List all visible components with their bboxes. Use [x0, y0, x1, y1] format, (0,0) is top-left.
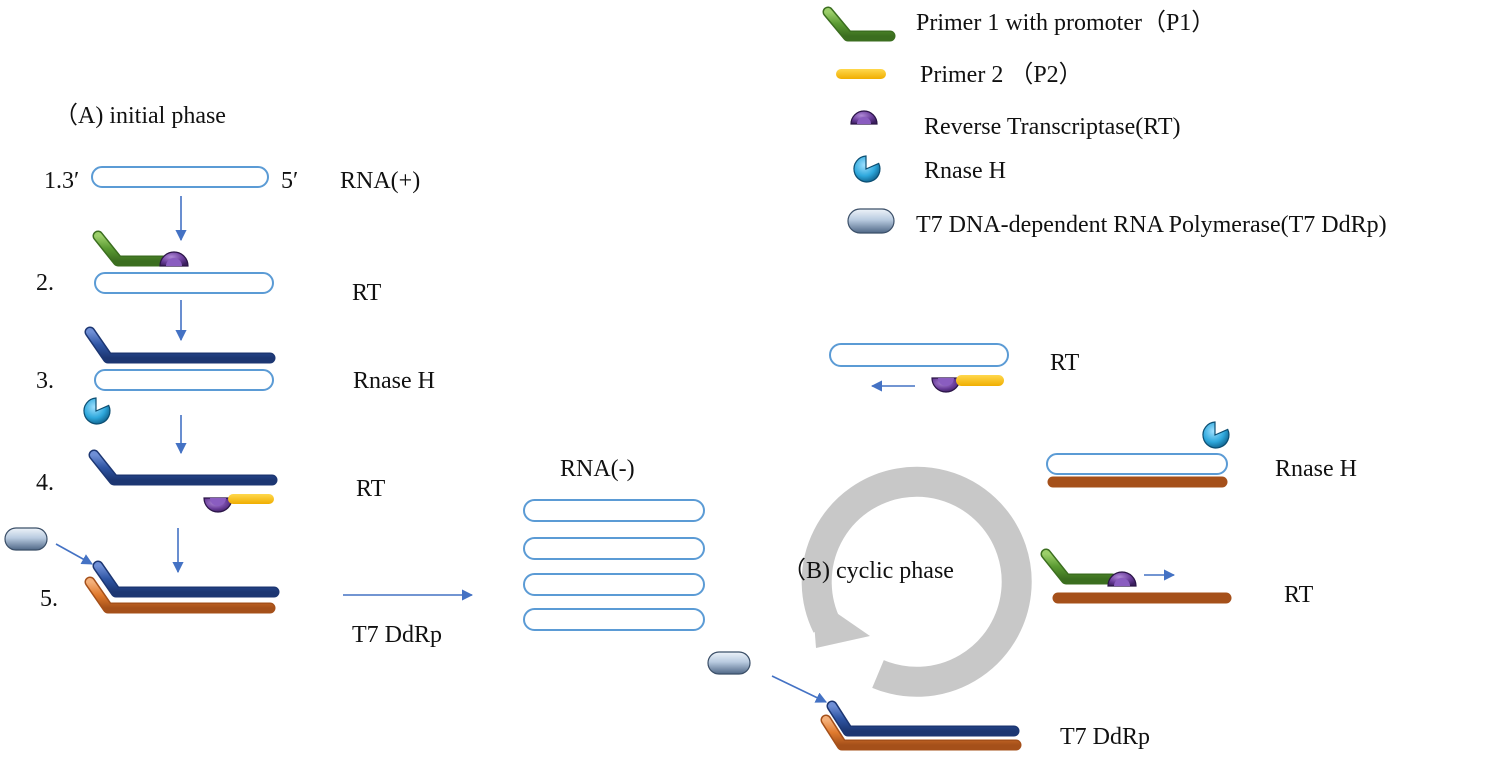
rna-plus-strand: [91, 166, 269, 188]
t7-polymerase-icon: [847, 208, 895, 234]
cycle-rnase-h: [1202, 421, 1230, 449]
five-prime-label: 5′: [281, 168, 298, 194]
step3-rna-strand: [94, 369, 274, 391]
step3-rnase-h: [83, 397, 111, 425]
step2-label: RT: [352, 280, 382, 306]
legend-rt-label: Reverse Transcriptase(RT): [924, 114, 1181, 140]
cyclic-phase-title: （B) cyclic phase: [782, 558, 954, 584]
step5-t7-arrow: [55, 543, 93, 565]
rna-minus-strand: [523, 608, 705, 631]
step4-dna-blue: [88, 449, 278, 486]
step5-t7-polymerase: [4, 527, 48, 551]
cycle-primer1: [1040, 548, 1118, 585]
cycle-rt-enzyme-2: [1107, 571, 1137, 587]
legend-primer1-label: Primer 1 with promoter（P1）: [916, 10, 1215, 36]
step4-number: 4.: [36, 470, 54, 496]
initial-phase-title: （A) initial phase: [54, 103, 226, 129]
cyclic-phase: RT Rnase H RT: [707, 343, 1357, 751]
rna-plus-label: RNA(+): [340, 168, 420, 194]
primer1-icon: [822, 6, 896, 42]
step4-rt-enzyme: [203, 497, 233, 513]
cycle-t7-arrow: [771, 675, 828, 703]
step1-number: 1.3′: [44, 168, 79, 194]
rt-enzyme-icon: [850, 110, 878, 125]
cycle-t7-polymerase: [707, 651, 751, 675]
step3-number: 3.: [36, 368, 54, 394]
primer2-icon: [836, 69, 886, 79]
legend-rnaseh-label: Rnase H: [924, 158, 1006, 184]
legend-primer2-label: Primer 2 （P2）: [920, 62, 1083, 88]
step2-rna-strand: [94, 272, 274, 294]
cycle-t7-label: T7 DdRp: [1060, 724, 1150, 750]
cycle-arrow: [801, 466, 1032, 697]
cycle-dna-blue-3: [826, 700, 1020, 737]
cycle-rt1-label: RT: [1050, 350, 1080, 376]
cycle-rnaseh-label: Rnase H: [1275, 456, 1357, 482]
step5-dna-orange: [84, 576, 276, 614]
step4-label: RT: [356, 476, 386, 502]
initial-phase: （A) initial phase 1.3′ 5′ RNA(+) 2. RT 3…: [4, 103, 435, 614]
cycle-primer2: [956, 375, 1004, 386]
rna-minus-strand: [523, 537, 705, 560]
transcription-t7-label: T7 DdRp: [352, 622, 442, 648]
rnase-h-icon: [853, 155, 881, 183]
rna-minus-group: RNA(-): [523, 456, 705, 631]
cycle-rna-hybrid: [1046, 453, 1228, 475]
cycle-rt2-label: RT: [1284, 582, 1314, 608]
cycle-rna-strand: [829, 343, 1009, 367]
step3-label: Rnase H: [353, 368, 435, 394]
step5-number: 5.: [40, 586, 58, 612]
step2-primer1: [92, 230, 172, 267]
cycle-rt-enzyme: [931, 377, 961, 393]
step3-dna-blue: [84, 326, 276, 364]
step5-dna-blue: [92, 560, 280, 598]
step2-rt-enzyme: [159, 251, 189, 267]
legend-t7-label: T7 DNA-dependent RNA Polymerase(T7 DdRp): [916, 212, 1387, 238]
rna-minus-strand: [523, 499, 705, 522]
step4-primer2: [228, 494, 274, 504]
rna-minus-strand: [523, 573, 705, 596]
cycle-dna-orange-3: [820, 714, 1022, 751]
legend: Primer 1 with promoter（P1） Primer 2 （P2）…: [822, 6, 1387, 238]
step2-number: 2.: [36, 270, 54, 296]
rna-minus-label: RNA(-): [560, 456, 635, 482]
